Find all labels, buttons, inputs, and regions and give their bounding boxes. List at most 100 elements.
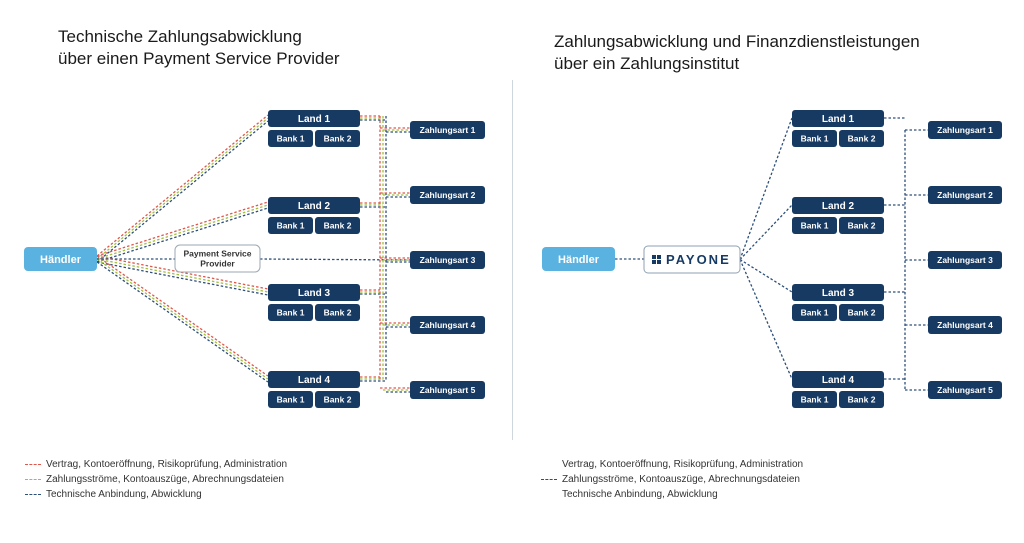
left-country-box-2-label: Land 2 — [298, 201, 331, 212]
right-bank-box-label: Bank 2 — [848, 394, 876, 404]
legend-item-technical: Technische Anbindung, Abwicklung — [541, 487, 803, 502]
right-country-box-1 — [792, 110, 884, 127]
legend-label: Zahlungsströme, Kontoauszüge, Abrechnung… — [562, 474, 800, 485]
right-bank-box-label: Bank 1 — [801, 307, 829, 317]
legend-item-contract: Vertrag, Kontoeröffnung, Risikoprüfung, … — [25, 457, 287, 472]
right-payment-method-box-5 — [928, 381, 1002, 399]
left-merchant-box-label: Händler — [40, 254, 82, 266]
left-country-box-1 — [268, 110, 360, 127]
right-country-box-2 — [792, 197, 884, 214]
left-psp-box-label: Provider — [200, 258, 235, 268]
left-payment-method-box-5-label: Zahlungsart 5 — [420, 385, 476, 395]
link-merchant-country-3 — [96, 261, 269, 296]
left-country-box-1-label: Land 1 — [298, 114, 331, 125]
right-payment-method-box-1-label: Zahlungsart 1 — [937, 125, 993, 135]
left-bank-box — [315, 130, 360, 147]
left-payment-method-box-2 — [410, 186, 485, 204]
left-payment-method-box-1-label: Zahlungsart 1 — [420, 125, 476, 135]
right-bank-box — [792, 130, 837, 147]
left-bank-box — [315, 217, 360, 234]
legend-item-contract: Vertrag, Kontoeröffnung, Risikoprüfung, … — [541, 457, 803, 472]
right-bank-box — [839, 217, 884, 234]
left-country-box-4-label: Land 4 — [298, 375, 331, 386]
right-country-box-3-label: Land 3 — [822, 288, 855, 299]
link-merchant-country-4 — [96, 261, 269, 383]
legend-swatch-empty — [541, 494, 557, 495]
left-payment-method-box-4 — [410, 316, 485, 334]
payone-logo-box — [643, 245, 741, 274]
left-bank-box-label: Bank 2 — [324, 394, 352, 404]
link-merchant-country-1 — [96, 114, 269, 257]
right-payment-method-box-4-label: Zahlungsart 4 — [937, 320, 993, 330]
legend-right: Vertrag, Kontoeröffnung, Risikoprüfung, … — [541, 457, 803, 502]
right-payment-method-box-3-label: Zahlungsart 3 — [937, 255, 993, 265]
left-title: Technische Zahlungsabwicklung über einen… — [58, 27, 340, 68]
link-payone-country-3 — [739, 258, 793, 293]
link-merchant-country-2 — [96, 201, 269, 257]
left-bank-box — [268, 304, 313, 321]
right-merchant-box — [542, 247, 615, 271]
right-bank-box — [839, 391, 884, 408]
legend-swatch-blue — [25, 494, 41, 495]
right-payment-method-box-2 — [928, 186, 1002, 204]
right-bank-box-label: Bank 1 — [801, 394, 829, 404]
legend-label: Zahlungsströme, Kontoauszüge, Abrechnung… — [46, 474, 284, 485]
left-bank-box — [268, 217, 313, 234]
left-payment-method-box-3-label: Zahlungsart 3 — [420, 255, 476, 265]
left-bank-box — [268, 130, 313, 147]
left-bank-box — [268, 391, 313, 408]
right-title: Zahlungsabwicklung und Finanzdienstleist… — [554, 32, 920, 73]
left-payment-method-box-5 — [410, 381, 485, 399]
right-payment-method-box-2-label: Zahlungsart 2 — [937, 190, 993, 200]
legend-swatch-red — [25, 464, 41, 465]
payone-logo-text: PAYONE — [666, 252, 731, 267]
left-bank-box-label: Bank 2 — [324, 133, 352, 143]
right-bank-box-label: Bank 2 — [848, 307, 876, 317]
legend-swatch-empty — [541, 464, 557, 465]
link-merchant-country-1 — [96, 117, 269, 260]
right-country-box-4-label: Land 4 — [822, 375, 855, 386]
right-bank-box-label: Bank 1 — [801, 220, 829, 230]
legend-item-payments: Zahlungsströme, Kontoauszüge, Abrechnung… — [541, 472, 803, 487]
link-payone-country-2 — [739, 204, 793, 260]
right-country-box-2-label: Land 2 — [822, 201, 855, 212]
right-country-box-1-label: Land 1 — [822, 114, 855, 125]
link-payone-country-1 — [739, 117, 793, 260]
left-country-box-2 — [268, 197, 360, 214]
link-merchant-country-3 — [96, 258, 269, 293]
right-country-box-4 — [792, 371, 884, 388]
left-payment-method-box-4-label: Zahlungsart 4 — [420, 320, 476, 330]
right-merchant-box-label: Händler — [558, 254, 600, 266]
right-bank-box — [792, 304, 837, 321]
payone-logo-mark — [657, 255, 661, 259]
right-bank-box — [792, 391, 837, 408]
left-bank-box-label: Bank 2 — [324, 220, 352, 230]
payone-logo-mark — [652, 255, 656, 259]
left-payment-method-box-1 — [410, 121, 485, 139]
left-psp-box — [174, 244, 261, 273]
payone-logo-mark — [657, 260, 661, 264]
legend-label: Vertrag, Kontoeröffnung, Risikoprüfung, … — [562, 459, 804, 470]
right-country-box-3 — [792, 284, 884, 301]
left-country-box-4 — [268, 371, 360, 388]
right-payment-method-box-3 — [928, 251, 1002, 269]
left-bank-box-label: Bank 1 — [277, 133, 305, 143]
left-bank-box-label: Bank 1 — [277, 220, 305, 230]
left-country-box-3-label: Land 3 — [298, 288, 331, 299]
legend-item-payments: Zahlungsströme, Kontoauszüge, Abrechnung… — [25, 472, 287, 487]
link-merchant-country-2 — [96, 204, 269, 260]
left-merchant-box — [24, 247, 97, 271]
left-country-box-3 — [268, 284, 360, 301]
right-payment-method-box-1 — [928, 121, 1002, 139]
right-bank-box-label: Bank 1 — [801, 133, 829, 143]
left-bank-box — [315, 391, 360, 408]
left-bank-box — [315, 304, 360, 321]
left-payment-method-box-2-label: Zahlungsart 2 — [420, 190, 476, 200]
right-bank-box — [839, 130, 884, 147]
payone-logo-mark — [652, 260, 656, 264]
left-bank-box-label: Bank 1 — [277, 394, 305, 404]
right-bank-box-label: Bank 2 — [848, 133, 876, 143]
link-merchant-country-1 — [96, 120, 269, 263]
panel-divider — [512, 80, 513, 440]
